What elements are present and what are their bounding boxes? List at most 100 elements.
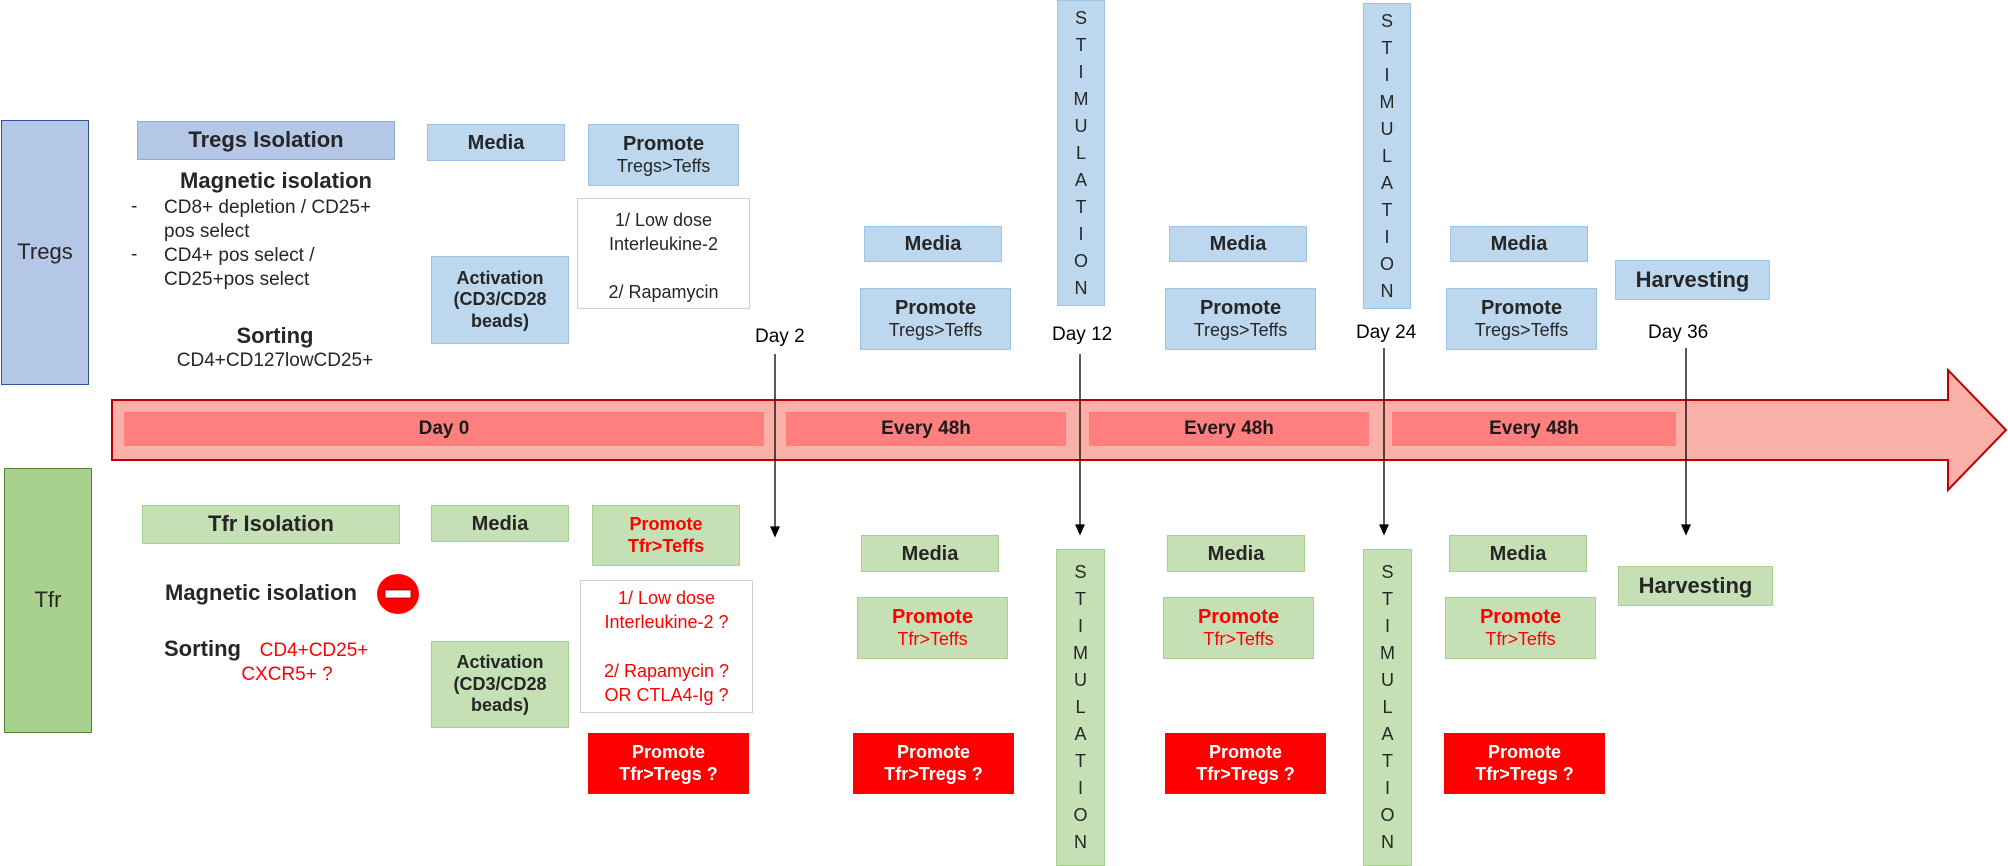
- tregs-promote-sub-4: Tregs>Teffs: [1474, 320, 1569, 341]
- tfr-promote-tregs-title-2: Promote: [896, 741, 970, 762]
- tfr-harvesting-label: Harvesting: [1638, 572, 1753, 598]
- tregs-isolation-box: Tregs Isolation: [137, 121, 395, 160]
- tregs-promote-title-2: Promote: [894, 297, 977, 320]
- tfr-drug-line1: 1/ Low dose: [617, 588, 716, 608]
- tfr-promote-box-1: Promote Tfr>Teffs: [592, 505, 740, 566]
- tregs-bullet-1: CD8+ depletion / CD25+ pos select: [164, 196, 371, 244]
- stim-letter: M: [1380, 643, 1395, 663]
- stim-letter: A: [1074, 724, 1087, 744]
- tfr-stimulation-bar-2: S T I M U L A T I O N: [1363, 549, 1412, 866]
- stim-letter: I: [1077, 778, 1083, 798]
- stim-letter: L: [1381, 145, 1392, 166]
- day36-label: Day 36: [1648, 322, 1709, 343]
- tfr-promote-tregs-box-3: Promote Tfr>Tregs ?: [1165, 733, 1326, 794]
- tfr-magnetic-isolation-title: Magnetic isolation: [165, 580, 357, 605]
- tregs-magnetic-isolation-title: Magnetic isolation: [180, 168, 372, 193]
- tfr-sorting-markers: CD4+CD25+ CXCR5+ ?: [200, 639, 374, 687]
- timeline-segment-every48h-3-label: Every 48h: [1489, 418, 1579, 439]
- tfr-promote-sub-2: Tfr>Teffs: [897, 629, 968, 650]
- tregs-activation-line1: Activation: [456, 267, 544, 288]
- tregs-promote-box-4: Promote Tregs>Teffs: [1446, 288, 1597, 350]
- tfr-harvesting-box: Harvesting: [1618, 566, 1773, 606]
- tfr-promote-tregs-sub-3: Tfr>Tregs ?: [1196, 763, 1295, 784]
- tregs-drug-line3: 2/ Rapamycin: [608, 281, 719, 302]
- tregs-activation-line2: (CD3/CD28: [453, 289, 547, 310]
- tregs-bullet-1-line1: CD8+ depletion / CD25+: [164, 197, 372, 218]
- stim-letter: I: [1384, 226, 1390, 247]
- stim-letter: L: [1075, 142, 1086, 163]
- tregs-activation-box: Activation (CD3/CD28 beads): [431, 256, 569, 344]
- tregs-bullet-2-line1: CD4+ pos select /: [164, 245, 315, 266]
- tfr-promote-box-2: Promote Tfr>Teffs: [857, 597, 1008, 659]
- tfr-promote-sub-1: Tfr>Teffs: [627, 535, 705, 556]
- timeline-segment-every48h-2-label: Every 48h: [1184, 418, 1274, 439]
- tregs-media-label-4: Media: [1490, 233, 1548, 255]
- stim-letter: S: [1074, 7, 1087, 28]
- stim-letter: U: [1074, 670, 1087, 690]
- day2-label: Day 2: [755, 326, 805, 347]
- tregs-bullet-2: CD4+ pos select / CD25+pos select: [164, 244, 315, 292]
- tfr-media-label-1: Media: [471, 512, 529, 535]
- stim-letter: I: [1077, 616, 1083, 636]
- tregs-promote-sub-1: Tregs>Teffs: [616, 156, 711, 177]
- stim-letter: M: [1379, 91, 1395, 112]
- tfr-promote-title-2: Promote: [891, 606, 974, 629]
- tfr-activation-line1: Activation: [456, 652, 544, 673]
- stim-letter: T: [1382, 751, 1393, 771]
- stim-letter: O: [1379, 253, 1394, 274]
- tregs-row-label-text: Tregs: [17, 239, 73, 265]
- stim-letter: I: [1384, 778, 1390, 798]
- stim-letter: S: [1381, 562, 1394, 582]
- stim-letter: S: [1380, 10, 1393, 31]
- tregs-bullet-1-line2: pos select: [164, 221, 250, 243]
- tregs-promote-box-2: Promote Tregs>Teffs: [860, 288, 1011, 350]
- stim-letter: N: [1380, 280, 1394, 301]
- tregs-bullet-dash-1: -: [131, 196, 138, 217]
- tregs-media-label-2: Media: [904, 233, 962, 255]
- tregs-drug-box: 1/ Low dose Interleukine-2 2/ Rapamycin: [577, 198, 750, 309]
- tfr-promote-title-1: Promote: [629, 513, 703, 534]
- tfr-promote-tregs-box-4: Promote Tfr>Tregs ?: [1444, 733, 1605, 794]
- timeline-segment-every48h-1-label: Every 48h: [881, 418, 971, 439]
- tregs-bullet-dash-2: -: [131, 244, 138, 265]
- tregs-activation-line3: beads): [470, 310, 530, 331]
- tfr-row-label: Tfr: [4, 468, 92, 733]
- tregs-promote-title-4: Promote: [1480, 297, 1563, 320]
- tfr-media-box-3: Media: [1167, 535, 1305, 572]
- tfr-promote-tregs-box-1: Promote Tfr>Tregs ?: [588, 733, 749, 794]
- stim-letter: O: [1073, 250, 1088, 271]
- tregs-isolation-title: Tregs Isolation: [188, 127, 344, 153]
- stim-letter: N: [1381, 832, 1394, 852]
- tfr-media-box-1: Media: [431, 505, 569, 542]
- tfr-promote-tregs-sub-4: Tfr>Tregs ?: [1475, 763, 1574, 784]
- tfr-drug-line4: OR CTLA4-Ig ?: [604, 684, 729, 705]
- tfr-sorting-line2: CXCR5+ ?: [241, 664, 333, 686]
- tfr-promote-title-3: Promote: [1197, 606, 1280, 629]
- stim-letter: T: [1075, 196, 1087, 217]
- tfr-promote-sub-3: Tfr>Teffs: [1203, 629, 1274, 650]
- day12-label: Day 12: [1052, 324, 1113, 345]
- stim-letter: O: [1073, 805, 1088, 825]
- stim-letter: N: [1074, 832, 1087, 852]
- tfr-media-label-3: Media: [1207, 542, 1265, 565]
- tregs-stimulation-bar-1: S T I M U L A T I O N: [1057, 0, 1105, 306]
- stim-letter: U: [1074, 115, 1088, 136]
- stim-letter: T: [1075, 751, 1086, 771]
- tfr-promote-tregs-title-4: Promote: [1487, 741, 1561, 762]
- stim-letter: I: [1384, 64, 1390, 85]
- tfr-promote-tregs-title-3: Promote: [1208, 741, 1282, 762]
- tfr-media-box-2: Media: [861, 535, 999, 572]
- tfr-promote-tregs-title-1: Promote: [631, 741, 705, 762]
- tregs-harvesting-label: Harvesting: [1635, 266, 1750, 292]
- tfr-drug-box: 1/ Low dose Interleukine-2 ? 2/ Rapamyci…: [580, 580, 753, 713]
- tregs-media-label-3: Media: [1209, 233, 1267, 255]
- tfr-stimulation-bar-1: S T I M U L A T I O N: [1056, 549, 1105, 866]
- stim-letter: I: [1384, 616, 1390, 636]
- tfr-activation-box: Activation (CD3/CD28 beads): [431, 641, 569, 728]
- tfr-sorting-title: Sorting: [164, 636, 241, 661]
- tregs-promote-title-1: Promote: [622, 133, 705, 156]
- tfr-media-box-4: Media: [1449, 535, 1587, 572]
- stim-letter: T: [1381, 37, 1393, 58]
- tfr-promote-tregs-sub-2: Tfr>Tregs ?: [884, 763, 983, 784]
- tregs-media-box-4: Media: [1450, 226, 1588, 262]
